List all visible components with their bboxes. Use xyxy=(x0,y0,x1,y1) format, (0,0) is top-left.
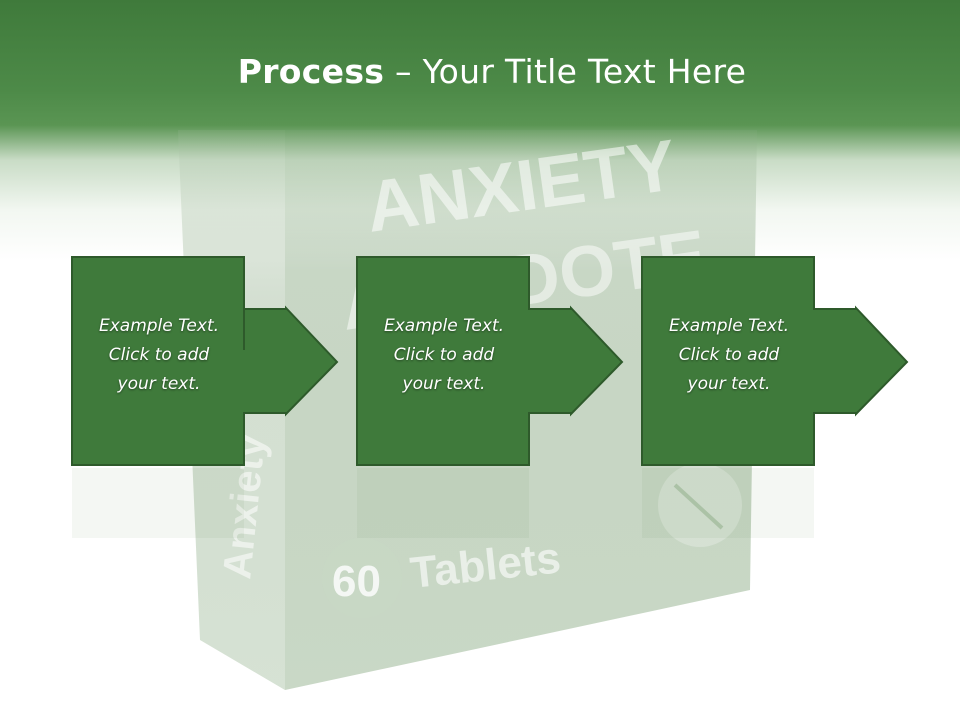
process-step-2[interactable]: Example Text. Click to add your text. xyxy=(356,256,634,466)
step-text-line: Example Text. xyxy=(98,316,220,336)
step-text: Example Text. Click to add your text. xyxy=(71,312,247,399)
title-bar: Process – Your Title Text Here xyxy=(0,0,960,150)
step-text-line: Click to add xyxy=(678,345,780,365)
title-bold: Process xyxy=(237,52,385,91)
step-text-line: your text. xyxy=(687,374,771,394)
slide-title[interactable]: Process – Your Title Text Here xyxy=(0,52,960,91)
step-text-line: Example Text. xyxy=(383,316,505,336)
title-rest: – Your Title Text Here xyxy=(384,52,747,91)
step-text: Example Text. Click to add your text. xyxy=(356,312,532,399)
tablet-icon xyxy=(658,463,742,547)
step-arrow-shape xyxy=(356,256,624,466)
tablet-count-badge xyxy=(322,538,402,618)
step-arrow-shape xyxy=(641,256,909,466)
step-arrow-shape xyxy=(71,256,339,466)
step-text-line: Click to add xyxy=(108,345,210,365)
step-text: Example Text. Click to add your text. xyxy=(641,312,817,399)
step-text-line: your text. xyxy=(117,374,201,394)
step-text-line: your text. xyxy=(402,374,486,394)
step-text-line: Example Text. xyxy=(668,316,790,336)
box-tablets: Tablets xyxy=(408,533,563,597)
box-count: 60 xyxy=(332,557,381,606)
process-step-3[interactable]: Example Text. Click to add your text. xyxy=(641,256,919,466)
process-step-1[interactable]: Example Text. Click to add your text. xyxy=(71,256,349,466)
step-text-line: Click to add xyxy=(393,345,495,365)
